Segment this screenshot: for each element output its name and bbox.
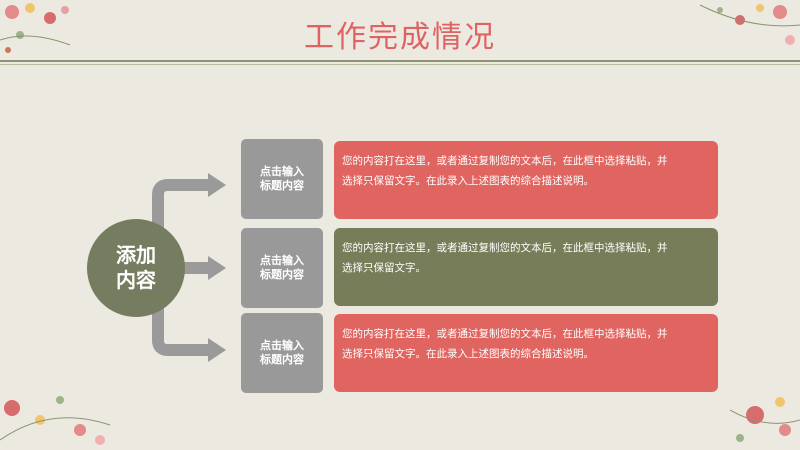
item-label-line2: 标题内容 [260, 353, 304, 366]
arrow-up-head [208, 173, 226, 197]
item-content-box-1[interactable]: 您的内容打在这里，或者通过复制您的文本后，在此框中选择粘贴，并 选择只保留文字。… [334, 141, 718, 219]
item-label-box-2[interactable]: 点击输入 标题内容 [241, 228, 323, 308]
arrow-down-head [208, 338, 226, 362]
item-label-line2: 标题内容 [260, 268, 304, 281]
item-label-box-3[interactable]: 点击输入 标题内容 [241, 313, 323, 393]
item-text-line2: 选择只保留文字。在此录入上述图表的综合描述说明。 [342, 175, 594, 187]
center-label-line2: 内容 [116, 268, 156, 292]
center-label-line1: 添加 [116, 243, 156, 267]
item-text-line2: 选择只保留文字。在此录入上述图表的综合描述说明。 [342, 348, 594, 360]
item-label-line1: 点击输入 [260, 254, 304, 267]
item-label-line2: 标题内容 [260, 179, 304, 192]
arrow-down-branch [152, 308, 210, 356]
floral-decoration-bottom-left [0, 396, 111, 445]
item-label-line1: 点击输入 [260, 339, 304, 352]
title-divider [0, 60, 800, 62]
page-title: 工作完成情况 [304, 20, 496, 55]
center-circle[interactable]: 添加 内容 [87, 219, 185, 317]
item-text-line2: 选择只保留文字。 [342, 262, 426, 274]
item-label-line1: 点击输入 [260, 165, 304, 178]
floral-decoration-bottom-right [730, 397, 800, 442]
item-content-box-3[interactable]: 您的内容打在这里，或者通过复制您的文本后，在此框中选择粘贴，并 选择只保留文字。… [334, 314, 718, 392]
floral-decoration-top-right [699, 4, 800, 45]
title-divider-thin [0, 64, 800, 65]
item-content-box-2[interactable]: 您的内容打在这里，或者通过复制您的文本后，在此框中选择粘贴，并 选择只保留文字。 [334, 228, 718, 306]
arrow-up-branch [152, 179, 210, 228]
floral-decoration-top-left [0, 3, 71, 53]
item-text-line1: 您的内容打在这里，或者通过复制您的文本后，在此框中选择粘贴，并 [342, 155, 668, 167]
arrow-middle-head [208, 256, 226, 280]
item-label-box-1[interactable]: 点击输入 标题内容 [241, 139, 323, 219]
item-text-line1: 您的内容打在这里，或者通过复制您的文本后，在此框中选择粘贴，并 [342, 242, 668, 254]
item-text-line1: 您的内容打在这里，或者通过复制您的文本后，在此框中选择粘贴，并 [342, 328, 668, 340]
